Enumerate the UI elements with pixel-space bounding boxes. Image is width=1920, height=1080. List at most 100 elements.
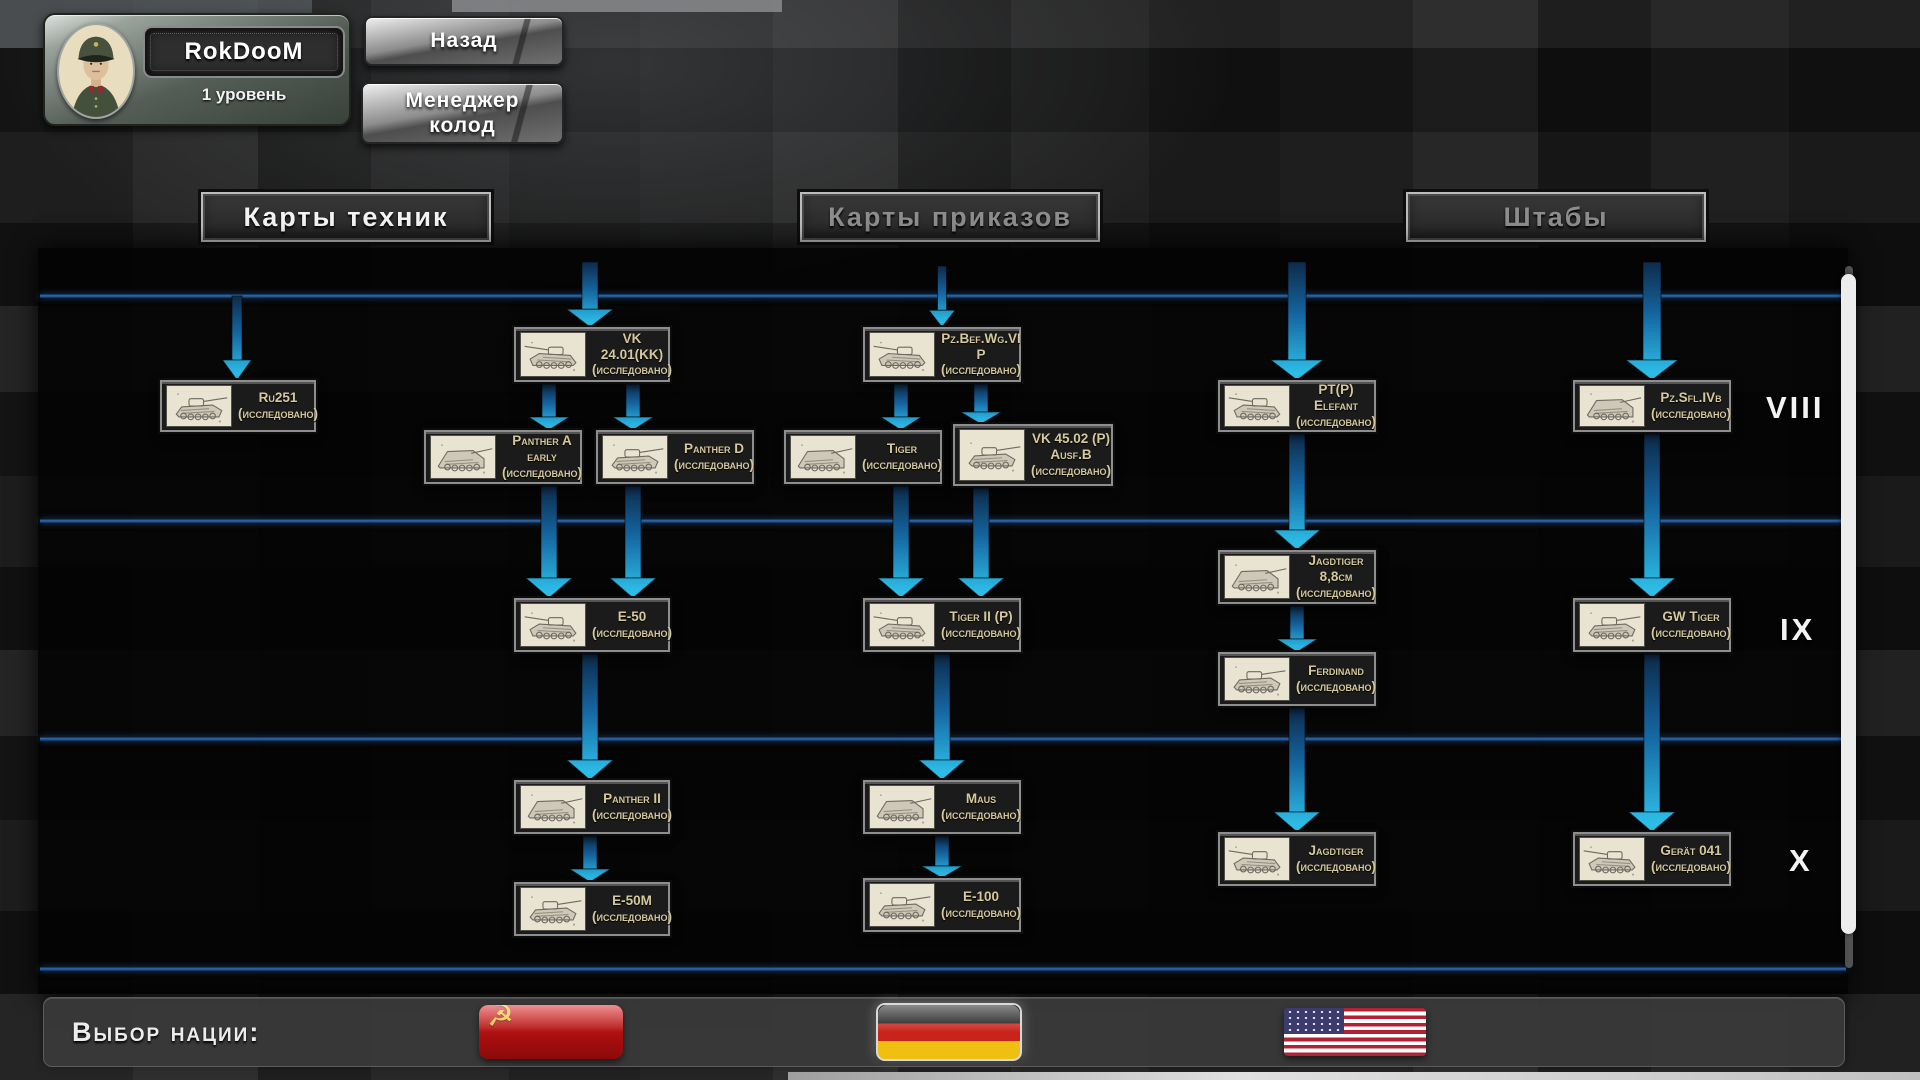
tech-card-name: Jagdtiger bbox=[1308, 843, 1364, 859]
deck-manager-label: Менеджер колод bbox=[405, 88, 520, 137]
tech-card-text: Jagdtiger(исследовано) bbox=[1296, 843, 1376, 875]
tech-card-status: (исследовано) bbox=[941, 362, 1022, 378]
tank-sketch-image bbox=[790, 435, 856, 479]
tech-card-panther-a-early[interactable]: Panther A early(исследовано) bbox=[424, 430, 582, 484]
tech-card-text: Maus(исследовано) bbox=[941, 791, 1021, 823]
background-texture bbox=[788, 1072, 1920, 1080]
tech-card-name: GW Tiger bbox=[1662, 609, 1720, 625]
tech-card-text: E-50(исследовано) bbox=[592, 609, 672, 641]
tank-sketch-image bbox=[869, 785, 935, 829]
tech-card-text: Gerät 041(исследовано) bbox=[1651, 843, 1731, 875]
tech-card-name: E-100 bbox=[962, 889, 1000, 905]
player-name-plate: RokDooM bbox=[145, 28, 343, 76]
tech-card-status: (исследовано) bbox=[592, 362, 673, 378]
tech-card-vk-24-01-kk[interactable]: VK 24.01(KK)(исследовано) bbox=[514, 327, 672, 382]
tech-card-name: Jagdtiger 8,8cm bbox=[1308, 553, 1364, 585]
tech-card-text: Panther A early(исследовано) bbox=[502, 433, 582, 481]
tech-card-name: E-50 bbox=[617, 609, 647, 625]
tech-card-status: (исследовано) bbox=[941, 807, 1022, 822]
nation-bar: Выбор нации: ☭ bbox=[43, 997, 1845, 1067]
tech-card-jagdtiger-8-8cm[interactable]: Jagdtiger 8,8cm(исследовано) bbox=[1218, 550, 1376, 604]
tech-card-ferdinand[interactable]: Ferdinand(исследовано) bbox=[1218, 652, 1376, 706]
tank-sketch-image bbox=[602, 435, 668, 479]
tank-sketch-image bbox=[1224, 385, 1290, 427]
tech-card-panther-ii[interactable]: Panther II(исследовано) bbox=[514, 780, 672, 834]
tech-card-text: E-100(исследовано) bbox=[941, 889, 1021, 921]
tech-card-text: GW Tiger(исследовано) bbox=[1651, 609, 1731, 641]
tab-hq[interactable]: Штабы bbox=[1406, 192, 1706, 242]
player-name: RokDooM bbox=[184, 38, 304, 65]
tech-card-name: Gerät 041 bbox=[1660, 843, 1722, 859]
tech-card-panther-d[interactable]: Panther D(исследовано) bbox=[596, 430, 754, 484]
nation-flag-ussr[interactable]: ☭ bbox=[479, 1005, 623, 1059]
tank-sketch-image bbox=[869, 883, 935, 927]
tech-card-status: (исследовано) bbox=[592, 909, 673, 924]
tech-card-text: Ru251(исследовано) bbox=[238, 390, 318, 422]
tank-sketch-image bbox=[520, 603, 586, 647]
tech-card-status: (исследовано) bbox=[1296, 859, 1377, 874]
tech-card-status: (исследовано) bbox=[1031, 462, 1112, 478]
tech-card-text: VK 45.02 (P) Ausf.B(исследовано) bbox=[1031, 431, 1111, 479]
tech-card-vk-45-02-p-ausf-b[interactable]: VK 45.02 (P) Ausf.B(исследовано) bbox=[953, 424, 1113, 486]
tech-card-status: (исследовано) bbox=[1296, 584, 1377, 600]
tank-sketch-image bbox=[520, 785, 586, 829]
tech-card-name: VK 45.02 (P) Ausf.B bbox=[1031, 431, 1111, 463]
tank-sketch-image bbox=[520, 332, 586, 377]
tech-card-status: (исследовано) bbox=[1651, 859, 1732, 874]
tech-card-gw-tiger[interactable]: GW Tiger(исследовано) bbox=[1573, 598, 1731, 652]
tank-sketch-image bbox=[1579, 603, 1645, 647]
tech-card-text: Jagdtiger 8,8cm(исследовано) bbox=[1296, 553, 1376, 601]
tank-sketch-image bbox=[869, 603, 935, 647]
tech-card-tiger[interactable]: Tiger(исследовано) bbox=[784, 430, 942, 484]
tech-card-gerat-041[interactable]: Gerät 041(исследовано) bbox=[1573, 832, 1731, 886]
tank-sketch-image bbox=[869, 332, 935, 377]
tech-card-text: Pz.Bef.Wg.VI P(исследовано) bbox=[941, 331, 1021, 379]
nation-flag-usa[interactable] bbox=[1284, 1008, 1426, 1056]
tier-separator-line bbox=[40, 737, 1846, 741]
tech-card-status: (исследовано) bbox=[1651, 625, 1732, 640]
tab-orders[interactable]: Карты приказов bbox=[800, 192, 1100, 242]
tech-card-text: VK 24.01(KK)(исследовано) bbox=[592, 331, 672, 379]
tech-card-jagdtiger[interactable]: Jagdtiger(исследовано) bbox=[1218, 832, 1376, 886]
tab-vehicles[interactable]: Карты техник bbox=[201, 192, 491, 242]
deck-manager-button[interactable]: Менеджер колод bbox=[361, 82, 564, 144]
tech-card-pz-sfl-ivb[interactable]: Pz.Sfl.IVb(исследовано) bbox=[1573, 380, 1731, 432]
back-button[interactable]: Назад bbox=[364, 16, 564, 66]
tech-card-name: Tiger II (P) bbox=[949, 609, 1013, 625]
tech-card-tiger-ii-p[interactable]: Tiger II (P)(исследовано) bbox=[863, 598, 1021, 652]
tech-card-status: (исследовано) bbox=[502, 464, 583, 480]
player-profile-card[interactable]: RokDooM 1 уровень bbox=[43, 13, 351, 126]
player-level: 1 уровень bbox=[201, 85, 287, 104]
nation-flag-germany-selected[interactable] bbox=[876, 1003, 1022, 1061]
player-avatar bbox=[57, 23, 135, 119]
back-button-label: Назад bbox=[430, 29, 498, 53]
tech-card-status: (исследовано) bbox=[1651, 406, 1732, 421]
usa-canton bbox=[1284, 1008, 1344, 1034]
tech-card-e-100[interactable]: E-100(исследовано) bbox=[863, 878, 1021, 932]
tech-card-name: Tiger bbox=[886, 441, 918, 457]
tech-card-name: PT(P) Elefant bbox=[1314, 382, 1359, 414]
scrollbar-thumb[interactable] bbox=[1841, 274, 1856, 934]
tank-sketch-image bbox=[1224, 555, 1290, 599]
tech-card-name: Panther D bbox=[684, 441, 745, 457]
tech-card-text: Panther II(исследовано) bbox=[592, 791, 672, 823]
tech-card-text: Tiger II (P)(исследовано) bbox=[941, 609, 1021, 641]
tech-card-ru251[interactable]: Ru251(исследовано) bbox=[160, 380, 318, 432]
tech-card-text: Pz.Sfl.IVb(исследовано) bbox=[1651, 390, 1731, 422]
tank-sketch-image bbox=[520, 887, 586, 931]
tech-card-name: Maus bbox=[965, 791, 997, 807]
tech-card-name: VK 24.01(KK) bbox=[600, 330, 664, 362]
tier-separator-line bbox=[40, 519, 1846, 523]
tank-sketch-image bbox=[1224, 837, 1290, 881]
tech-card-status: (исследовано) bbox=[1296, 679, 1377, 694]
tech-card-e-50[interactable]: E-50(исследовано) bbox=[514, 598, 672, 652]
nation-select-label: Выбор нации: bbox=[72, 1016, 261, 1047]
tier-label-8: VIII bbox=[1766, 390, 1825, 425]
tech-card-maus[interactable]: Maus(исследовано) bbox=[863, 780, 1021, 834]
tech-card-status: (исследовано) bbox=[592, 807, 673, 822]
tech-card-name: Ferdinand bbox=[1308, 663, 1364, 679]
tech-card-pz-bef-wg-vi-p[interactable]: Pz.Bef.Wg.VI P(исследовано) bbox=[863, 327, 1021, 382]
tech-card-pt-p-elefant[interactable]: PT(P) Elefant(исследовано) bbox=[1218, 380, 1376, 432]
tech-card-e-50m[interactable]: E-50M(исследовано) bbox=[514, 882, 673, 936]
